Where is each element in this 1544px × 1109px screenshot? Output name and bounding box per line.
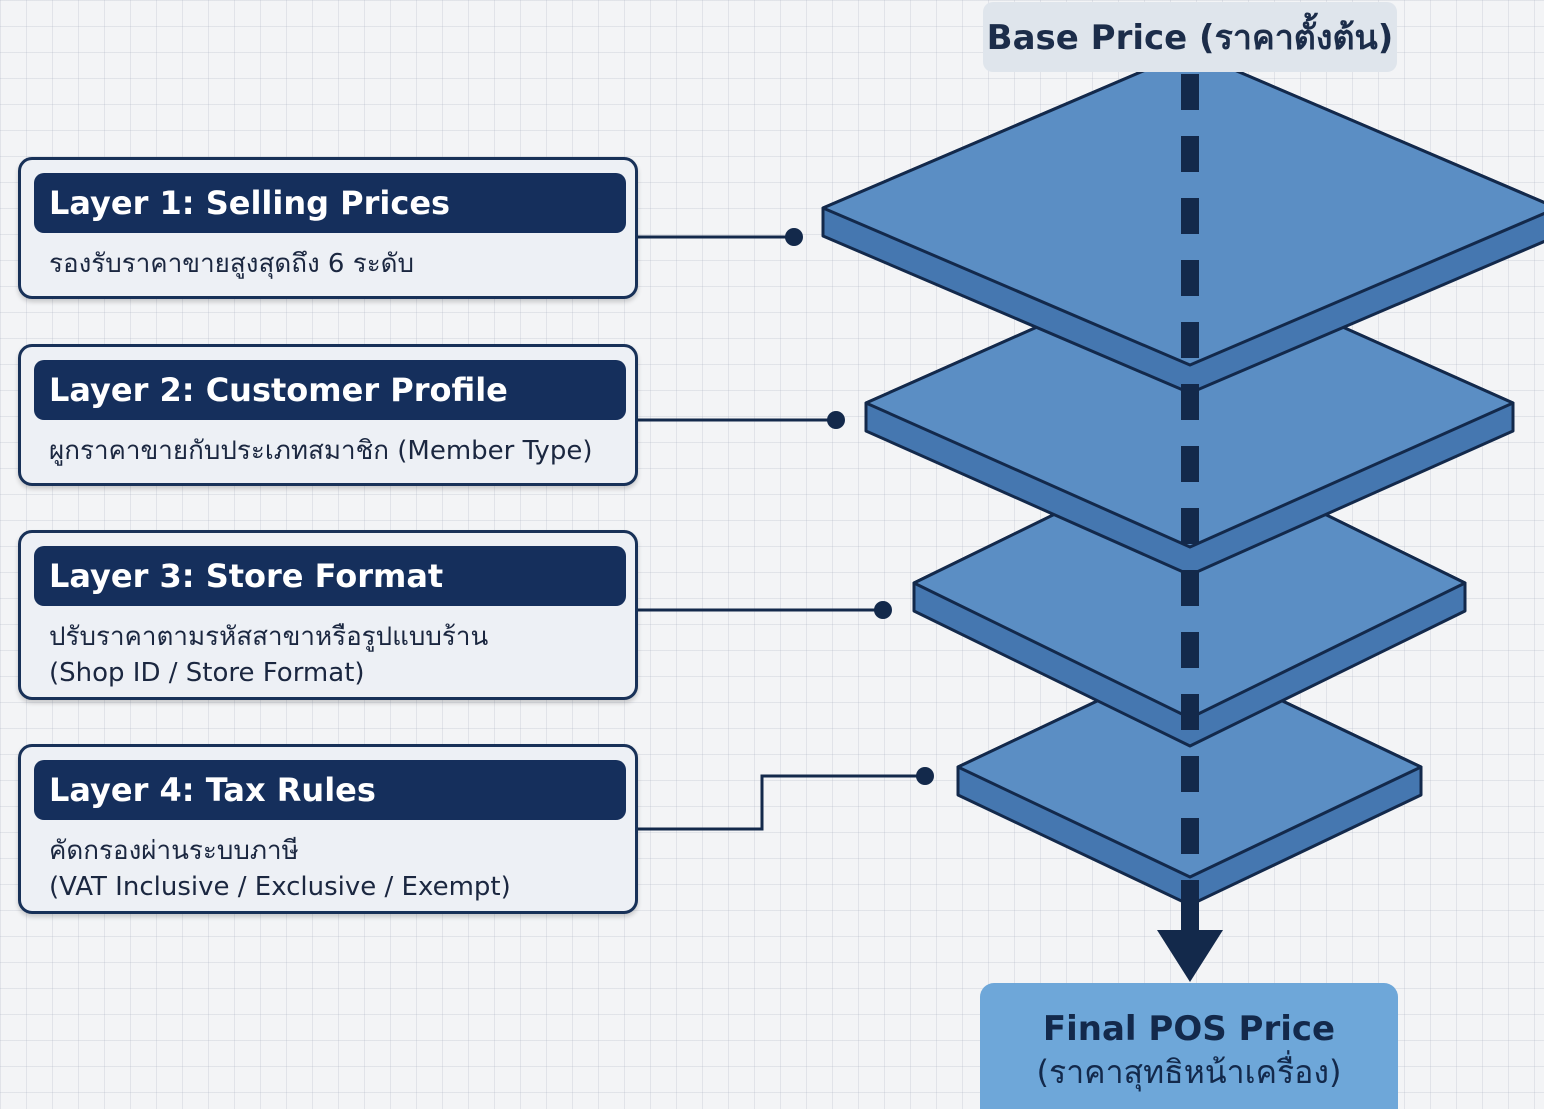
layer-title: Layer 4: Tax Rules	[34, 760, 626, 820]
layer-description-line: (VAT Inclusive / Exclusive / Exempt)	[49, 872, 511, 902]
layer-description-line: รองรับราคาขายสูงสุดถึง 6 ระดับ	[49, 249, 415, 279]
layer-description-line: คัดกรองผ่านระบบภาษี	[49, 836, 299, 866]
final-price-title: Final POS Price	[1042, 1009, 1336, 1049]
connector-layer-3	[638, 601, 892, 619]
layer-title: Layer 2: Customer Profile	[34, 360, 626, 420]
layer-card-2: Layer 2: Customer Profile ผูกราคาขายกับป…	[18, 344, 638, 486]
connector-layer-2	[638, 411, 845, 429]
layer-description-line: (Shop ID / Store Format)	[49, 658, 365, 688]
layer-description: รองรับราคาขายสูงสุดถึง 6 ระดับ	[49, 246, 629, 282]
layer-description-line: ผูกราคาขายกับประเภทสมาชิก (Member Type)	[49, 436, 593, 466]
layer-description-line: ปรับราคาตามรหัสสาขาหรือรูปแบบร้าน	[49, 622, 489, 652]
final-price-subtitle: (ราคาสุทธิหน้าเครื่อง)	[1036, 1053, 1342, 1091]
layer-title: Layer 1: Selling Prices	[34, 173, 626, 233]
layer-card-3: Layer 3: Store Format ปรับราคาตามรหัสสาข…	[18, 530, 638, 700]
connector-layer-1	[638, 228, 803, 246]
layer-card-1: Layer 1: Selling Prices รองรับราคาขายสูง…	[18, 157, 638, 299]
down-arrow-icon	[1157, 885, 1223, 982]
layer-description: ผูกราคาขายกับประเภทสมาชิก (Member Type)	[49, 433, 629, 469]
connector-layer-4	[638, 767, 934, 831]
layer-card-4: Layer 4: Tax Rules คัดกรองผ่านระบบภาษี (…	[18, 744, 638, 914]
final-pos-price-box: Final POS Price (ราคาสุทธิหน้าเครื่อง)	[980, 983, 1398, 1109]
layer-title: Layer 3: Store Format	[34, 546, 626, 606]
layer-description: คัดกรองผ่านระบบภาษี (VAT Inclusive / Exc…	[49, 833, 629, 905]
base-price-label: Base Price (ราคาตั้งต้น)	[983, 2, 1397, 72]
layer-description: ปรับราคาตามรหัสสาขาหรือรูปแบบร้าน (Shop …	[49, 619, 629, 691]
